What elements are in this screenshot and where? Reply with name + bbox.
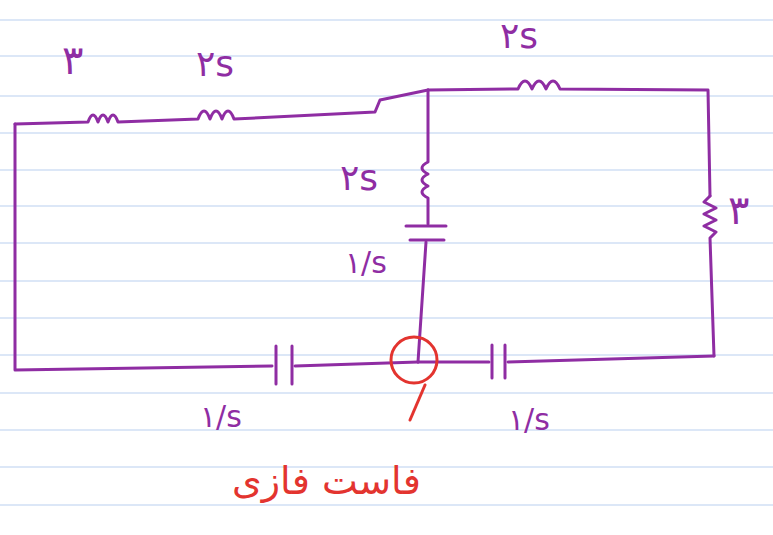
annotation-note: فاست فازی	[232, 462, 421, 500]
inductor-value: ۲s	[500, 18, 538, 54]
wire	[15, 124, 272, 370]
capacitor-symbol	[291, 346, 294, 384]
inductor-branch	[428, 81, 710, 196]
wire	[508, 356, 714, 362]
resistor-inductor-branch	[15, 90, 428, 124]
capacitor-symbol	[406, 225, 446, 228]
capacitor-symbol	[275, 346, 278, 384]
wire	[418, 361, 489, 364]
notebook-lines	[0, 20, 773, 505]
resistor-value: ۳	[62, 40, 83, 80]
capacitor-value: ۱/s	[345, 248, 387, 278]
wire	[418, 242, 426, 362]
capacitor-symbol	[491, 345, 494, 378]
capacitor-symbol	[504, 345, 507, 378]
inductor-value: ۲s	[340, 160, 378, 196]
resistor-symbol	[704, 196, 716, 356]
inductor-symbol	[422, 90, 428, 224]
capacitor-value: ۱/s	[508, 405, 550, 435]
inductor-value: ۲s	[196, 46, 234, 82]
resistor-value: ۳	[728, 190, 749, 230]
leader-line	[410, 385, 425, 420]
capacitor-value: ۱/s	[200, 402, 242, 432]
highlight-circle	[391, 337, 437, 383]
wire	[295, 362, 418, 366]
